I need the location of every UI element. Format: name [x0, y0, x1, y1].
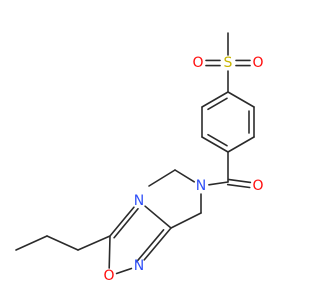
bond [207, 133, 228, 147]
bond [143, 227, 172, 261]
bond [46, 235, 79, 251]
bond [227, 136, 255, 153]
atom-sulfonyl-oxygen-left: O [192, 55, 203, 71]
bond [113, 208, 139, 239]
atom-label-layer: S O O O N N N O [103, 55, 263, 284]
bond [148, 169, 176, 187]
atom-ring-oxygen: O [103, 268, 114, 284]
bond [144, 205, 172, 229]
bond [174, 169, 195, 183]
bond [135, 229, 165, 263]
bond-layer [15, 32, 255, 275]
bond [77, 235, 111, 251]
bond [15, 235, 48, 251]
atom-ring-nitrogen-top: N [134, 193, 144, 209]
bond [201, 91, 229, 108]
bond [208, 181, 229, 186]
atom-amide-nitrogen: N [196, 178, 206, 194]
atom-sulfonyl-oxygen-right: O [252, 55, 263, 71]
bond [109, 206, 135, 237]
bond [108, 235, 111, 269]
bond [115, 267, 133, 275]
bond [226, 183, 251, 189]
atom-sulfur: S [224, 55, 233, 71]
bond [201, 136, 229, 153]
molecule-diagram: S O O O N N N O [15, 32, 264, 284]
bond [227, 91, 255, 108]
bond [207, 97, 228, 111]
bond [227, 178, 252, 184]
atom-ring-nitrogen-bottom: N [134, 258, 144, 274]
molecule-svg: S O O O N N N O [15, 32, 264, 284]
bond [170, 212, 202, 229]
atom-carbonyl-oxygen: O [252, 178, 263, 194]
